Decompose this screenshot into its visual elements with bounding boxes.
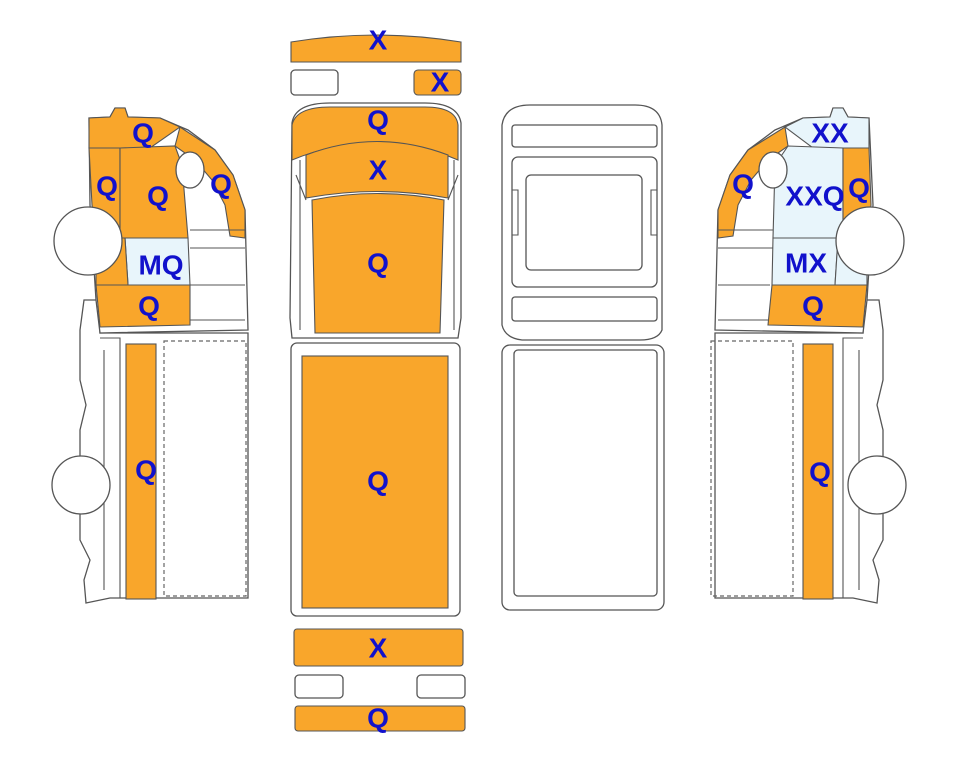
top-rear-bumper [293, 628, 464, 667]
top-right-headlight [413, 69, 462, 96]
right-roof-label: XX [811, 118, 849, 149]
top-roof-panel [311, 192, 445, 334]
right-a-pillar-label: Q [732, 169, 754, 200]
top-windshield-panel [305, 141, 449, 199]
top-right-taillight [416, 674, 466, 699]
right-lower-door-label: Q [802, 291, 824, 322]
top-left-headlight [290, 69, 339, 96]
left-lower-door-label: Q [138, 291, 160, 322]
underside-engine-inner [525, 174, 643, 271]
right-front-wheel [835, 206, 905, 276]
left-cargo-label: Q [135, 455, 157, 486]
underside-side-notches [512, 189, 657, 236]
right-mirror [758, 151, 788, 189]
right-cargo-bed-outline [710, 340, 794, 597]
right-rear-wheel [847, 455, 907, 515]
top-roof-label: Q [367, 248, 389, 279]
top-rear-step [294, 705, 466, 732]
top-rear-bumper-label: X [369, 633, 388, 664]
left-front-wheel [53, 206, 123, 276]
right-cargo-panel [802, 343, 834, 600]
underside-view [501, 104, 665, 611]
right-side-view: XX Q XXQ Q MX Q Q [710, 107, 907, 604]
top-left-taillight [294, 674, 344, 699]
left-cargo-bed-outline [163, 340, 247, 597]
underside-front-bar [511, 124, 658, 148]
left-rear-wheel [51, 455, 111, 515]
top-cargo-panel [301, 355, 449, 609]
left-cargo-panel [125, 343, 157, 600]
right-cargo-label: Q [809, 457, 831, 488]
underside-mid-bar [511, 296, 658, 322]
left-a-pillar-label: Q [210, 169, 232, 200]
right-rear-cab-label: Q [848, 173, 870, 204]
top-bumper-label: X [369, 25, 388, 56]
left-door-lines [190, 229, 245, 321]
top-cargo-label: Q [367, 466, 389, 497]
top-cab-side-lines [295, 160, 459, 330]
left-mirror [175, 151, 205, 189]
left-lower-door-panel [95, 284, 191, 328]
underside-bed-inner [513, 349, 658, 597]
top-view: X X Q X Q Q X Q [289, 25, 466, 734]
left-side-view: Q Q Q Q MQ Q Q [51, 107, 249, 604]
top-rear-step-label: Q [367, 703, 389, 734]
left-door-panel [119, 145, 189, 239]
left-rear-cab-label: Q [96, 171, 118, 202]
left-door-label: Q [147, 181, 169, 212]
right-door-lines [718, 229, 773, 321]
right-window-label: MX [785, 248, 827, 279]
top-front-bumper [290, 34, 462, 63]
top-hood-label: Q [367, 105, 389, 136]
top-headlight-label: X [431, 67, 450, 98]
left-roof-label: Q [132, 118, 154, 149]
left-window-label: MQ [138, 250, 183, 281]
top-windshield-label: X [369, 155, 388, 186]
right-door-label: XXQ [785, 181, 844, 212]
right-chassis-outline [714, 299, 884, 604]
right-lower-door-panel [767, 284, 868, 328]
